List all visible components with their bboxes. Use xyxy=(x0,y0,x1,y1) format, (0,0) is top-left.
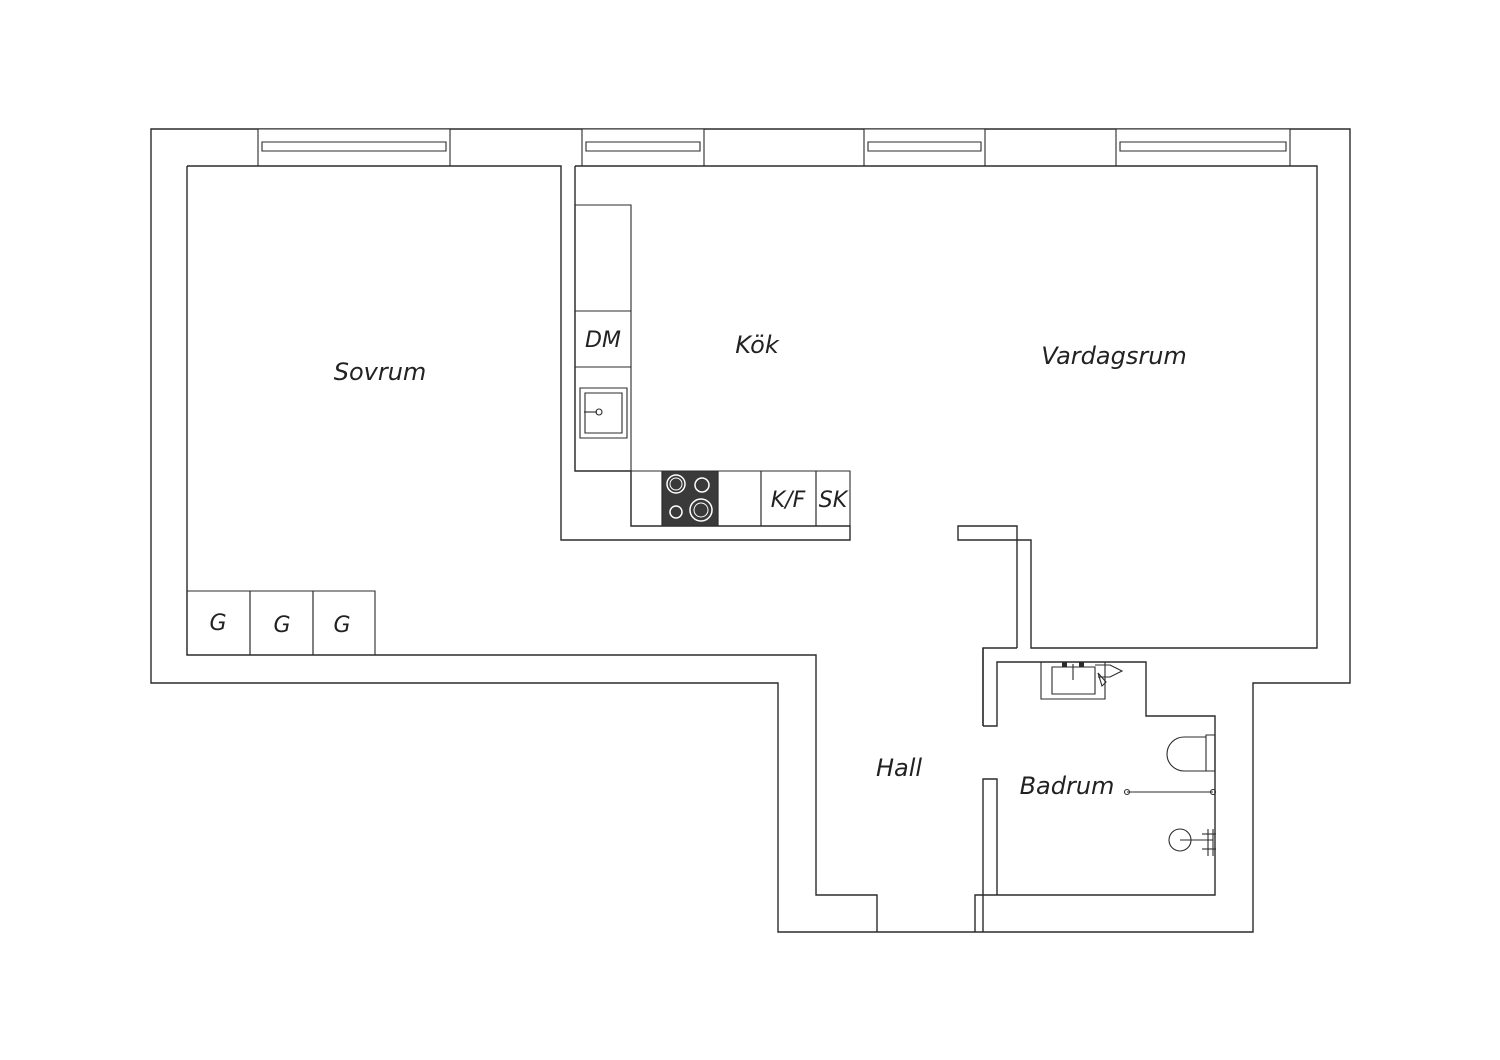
badrum-wall-top xyxy=(983,648,1031,726)
dishwasher-label: DM xyxy=(585,328,621,353)
stove-icon xyxy=(662,471,718,526)
window-4 xyxy=(1116,129,1290,166)
cabinet-label: SK xyxy=(819,488,849,513)
window-3 xyxy=(864,129,985,166)
wardrobe-label-3: G xyxy=(333,613,350,638)
wardrobe-label-1: G xyxy=(209,611,226,636)
badrum-wall xyxy=(975,662,1215,932)
room-label-sovrum: Sovrum xyxy=(334,358,427,386)
toilet-icon xyxy=(1167,735,1215,771)
window-1 xyxy=(258,129,450,166)
shower-rail-icon xyxy=(1125,790,1216,795)
wardrobes xyxy=(187,591,375,655)
wardrobe-label-2: G xyxy=(273,613,290,638)
room-label-vardagsrum: Vardagsrum xyxy=(1041,342,1187,370)
room-label-kok: Kök xyxy=(735,331,780,359)
outer-wall xyxy=(151,129,1350,932)
room-label-badrum: Badrum xyxy=(1020,772,1115,800)
shower-head-icon xyxy=(1169,829,1216,856)
room-label-hall: Hall xyxy=(876,754,922,782)
kitchen-counter-vertical xyxy=(575,205,631,471)
washbasin-icon xyxy=(1041,662,1122,699)
sovrum-hall-wall xyxy=(187,166,877,932)
window-2 xyxy=(582,129,704,166)
kitchen-sink-icon xyxy=(580,388,627,438)
fridge-freezer-label: K/F xyxy=(771,488,806,513)
vardagsrum-wall xyxy=(575,166,1317,648)
